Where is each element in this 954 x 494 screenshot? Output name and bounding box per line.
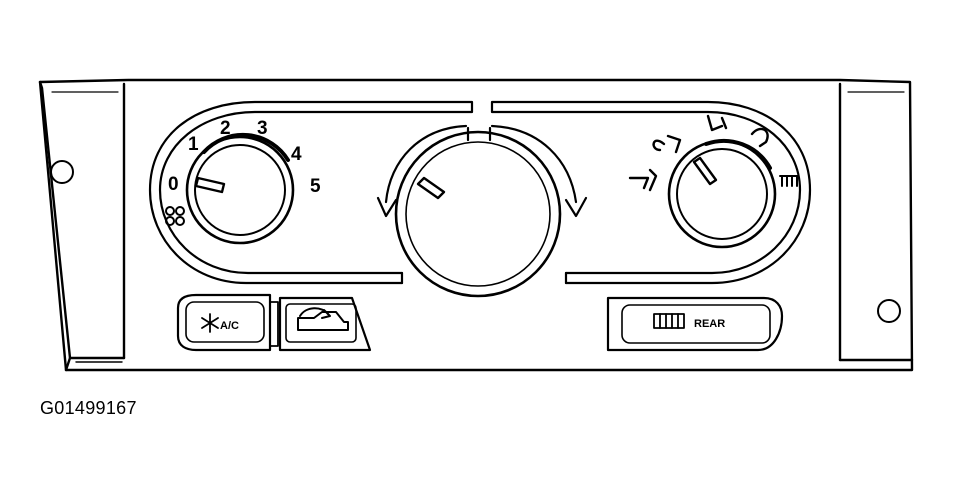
panel-vent-icon	[628, 168, 658, 192]
bi-level-icon	[652, 134, 682, 154]
snowflake-icon	[201, 313, 219, 333]
defrost-icon	[779, 175, 799, 187]
rear-defrost-button[interactable]: REAR	[606, 296, 784, 352]
panel-bezel	[38, 78, 914, 372]
button-divider	[269, 301, 279, 347]
rear-defrost-label: REAR	[694, 318, 725, 330]
figure-id: G01499167	[40, 398, 137, 418]
right-mounting-hole	[877, 299, 901, 323]
mode-dial[interactable]	[628, 114, 799, 249]
warm-arrow-icon	[564, 196, 588, 218]
fan-speed-label-2: 2	[220, 118, 231, 139]
temperature-arc-cool	[384, 124, 468, 204]
fan-dial-pointer	[194, 176, 226, 194]
fan-speed-label-5: 5	[310, 176, 321, 197]
temperature-dial[interactable]	[376, 124, 588, 298]
temperature-arc-warm	[490, 124, 578, 204]
fan-icon	[165, 206, 185, 226]
ac-button[interactable]: A/C	[176, 293, 272, 352]
fan-speed-label-4: 4	[291, 144, 302, 165]
recirculation-car-icon	[297, 307, 349, 331]
left-mounting-hole	[50, 160, 74, 184]
ac-button-label: A/C	[220, 320, 239, 332]
floor-icon	[706, 114, 728, 132]
floor-defrost-icon	[750, 127, 769, 148]
rear-defrost-icon	[653, 313, 685, 329]
fan-speed-label-1: 1	[188, 134, 199, 155]
recirculation-button[interactable]	[278, 296, 372, 352]
fan-speed-label-0: 0	[168, 174, 179, 195]
mode-dial-pointer	[692, 156, 718, 186]
cool-arrow-icon	[376, 196, 398, 218]
dial-surround	[148, 100, 812, 285]
fan-speed-dial[interactable]: 0 1 2 3 4 5	[165, 118, 321, 245]
temperature-dial-pointer	[416, 176, 446, 200]
fan-speed-label-3: 3	[257, 118, 268, 139]
